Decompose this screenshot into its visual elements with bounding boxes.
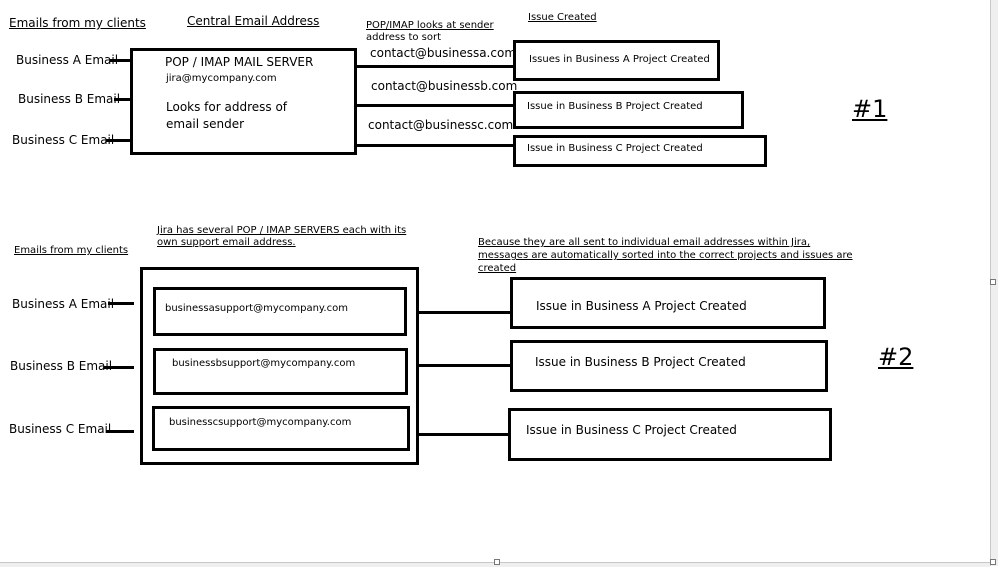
d1-server-address: jira@mycompany.com [166,73,277,84]
d2-issue-c-box [508,408,832,461]
d1-server-desc-line2: email sender [166,117,245,131]
d1-client-c: Business C Email [12,133,115,147]
d2-connector-c [106,430,134,433]
d1-issue-c: Issue in Business C Project Created [527,143,703,154]
d1-issue-b: Issue in Business B Project Created [527,101,703,112]
d1-central-header: Central Email Address [187,14,320,28]
d2-label: #2 [878,343,914,371]
d2-issue-c: Issue in Business C Project Created [526,423,737,437]
d2-client-b: Business B Email [10,359,113,373]
d2-support-c-box [152,406,410,451]
d1-client-a: Business A Email [16,53,119,67]
d1-contact-c: contact@businessc.com [368,118,514,132]
d2-connector-b [104,366,134,369]
d2-client-a: Business A Email [12,297,115,311]
d2-route-c [419,433,510,436]
d2-support-b-box [153,348,408,395]
d2-support-c: businesscsupport@mycompany.com [169,417,352,428]
resize-handle-bottom[interactable] [494,559,500,565]
d1-mail-server-box [130,48,357,155]
d2-servers-header-line2: own support email address. [157,237,296,248]
d1-issue-b-box [513,91,744,129]
d1-clients-header: Emails from my clients [9,16,146,30]
d2-support-b: businessbsupport@mycompany.com [172,358,356,369]
d1-issue-a: Issues in Business A Project Created [529,54,710,65]
d1-sort-header-line1: POP/IMAP looks at sender [366,20,494,31]
d1-sort-header-line2: address to sort [366,32,442,43]
d1-server-desc-line1: Looks for address of [166,100,288,114]
d2-route-a [419,311,512,314]
d2-issue-a: Issue in Business A Project Created [536,299,747,313]
d2-issue-a-box [510,277,826,329]
d1-issue-a-box [513,40,720,81]
d2-clients-header: Emails from my clients [14,245,129,256]
d2-servers-header-line1: Jira has several POP / IMAP SERVERS each… [157,225,407,236]
resize-handle-corner[interactable] [990,559,996,565]
d1-connector-c [106,139,150,142]
resize-handle-right[interactable] [990,279,996,285]
d2-client-c: Business C Email [9,422,112,436]
d2-note-line1: Because they are all sent to individual … [478,237,811,248]
d1-issue-c-box [513,135,767,167]
d2-support-a-box [153,287,407,336]
d1-route-c [357,144,515,147]
d2-issue-b-box [510,340,828,392]
d1-server-title: POP / IMAP MAIL SERVER [165,55,314,69]
d1-label: #1 [852,95,888,123]
d1-client-b: Business B Email [18,92,121,106]
d2-route-b [419,364,512,367]
d1-route-b [357,104,515,107]
d2-issue-b: Issue in Business B Project Created [535,355,746,369]
d1-contact-b: contact@businessb.com [371,79,518,93]
d1-issue-header: Issue Created [528,12,597,23]
d2-note-line2: messages are automatically sorted into t… [478,250,853,261]
d2-note-line3: created [478,263,517,274]
d2-support-a: businessasupport@mycompany.com [165,303,348,314]
d1-contact-a: contact@businessa.com [370,46,517,60]
d1-route-a [357,65,515,68]
d2-connector-a [108,302,134,305]
